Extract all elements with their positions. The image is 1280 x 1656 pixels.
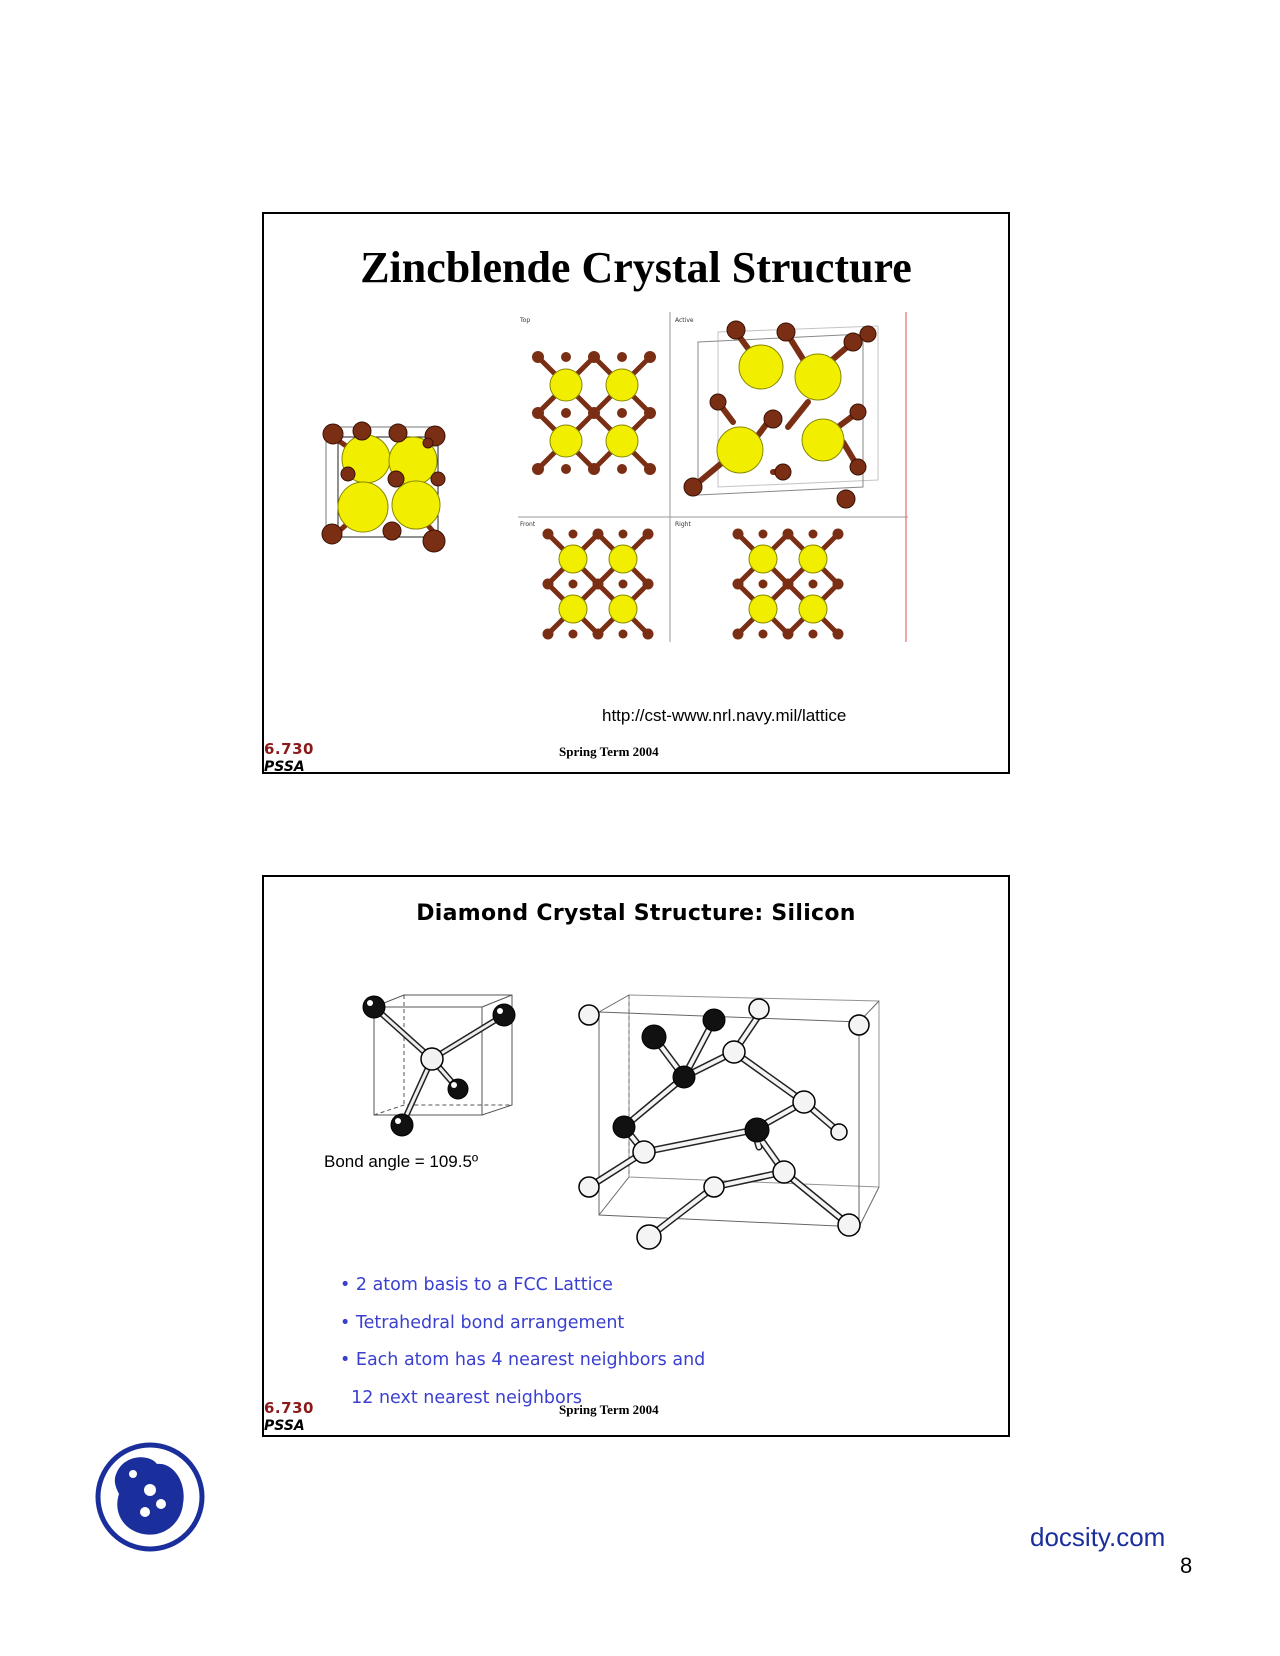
panel-label-active: Active	[675, 317, 694, 324]
tetrahedral-bond-image	[362, 994, 516, 1137]
diamond-lattice-image	[578, 994, 880, 1250]
brand-link[interactable]: docsity.com	[1030, 1522, 1166, 1552]
footer-term: Spring Term 2004	[559, 1402, 659, 1417]
course-code: 6.730	[264, 1399, 314, 1417]
page-number: 8	[1180, 1553, 1193, 1578]
slide-title: Diamond Crystal Structure: Silicon	[416, 901, 856, 926]
panel-label-front: Front	[520, 521, 536, 528]
slide-title: Zincblende Crystal Structure	[360, 243, 912, 292]
course-code: 6.730	[264, 740, 314, 758]
footer-org: PSSA	[264, 759, 305, 775]
slide-diamond: Diamond Crystal Structure: Silicon Bond …	[262, 875, 1010, 1437]
zincblende-four-view-image: Top Active Front Right	[518, 312, 908, 642]
bullet-list: • 2 atom basis to a FCC Lattice • Tetrah…	[340, 1267, 705, 1417]
bullet-item: 12 next nearest neighbors	[340, 1387, 583, 1408]
docsity-logo-icon[interactable]	[95, 1442, 205, 1552]
panel-label-top: Top	[519, 317, 530, 324]
bullet-item: • 2 atom basis to a FCC Lattice	[340, 1275, 613, 1295]
source-url: http://cst-www.nrl.navy.mil/lattice	[602, 706, 847, 725]
bond-angle-label: Bond angle = 109.5º	[324, 1152, 479, 1171]
panel-label-right: Right	[675, 521, 691, 528]
bullet-item: • Tetrahedral bond arrangement	[340, 1312, 625, 1333]
footer-term: Spring Term 2004	[559, 744, 659, 759]
footer-org: PSSA	[264, 1418, 305, 1434]
bullet-item: • Each atom has 4 nearest neighbors and	[340, 1350, 706, 1370]
slide-zincblende: Zincblende Crystal Structure Top Active …	[262, 212, 1010, 775]
zincblende-unit-cell-image	[321, 421, 446, 553]
